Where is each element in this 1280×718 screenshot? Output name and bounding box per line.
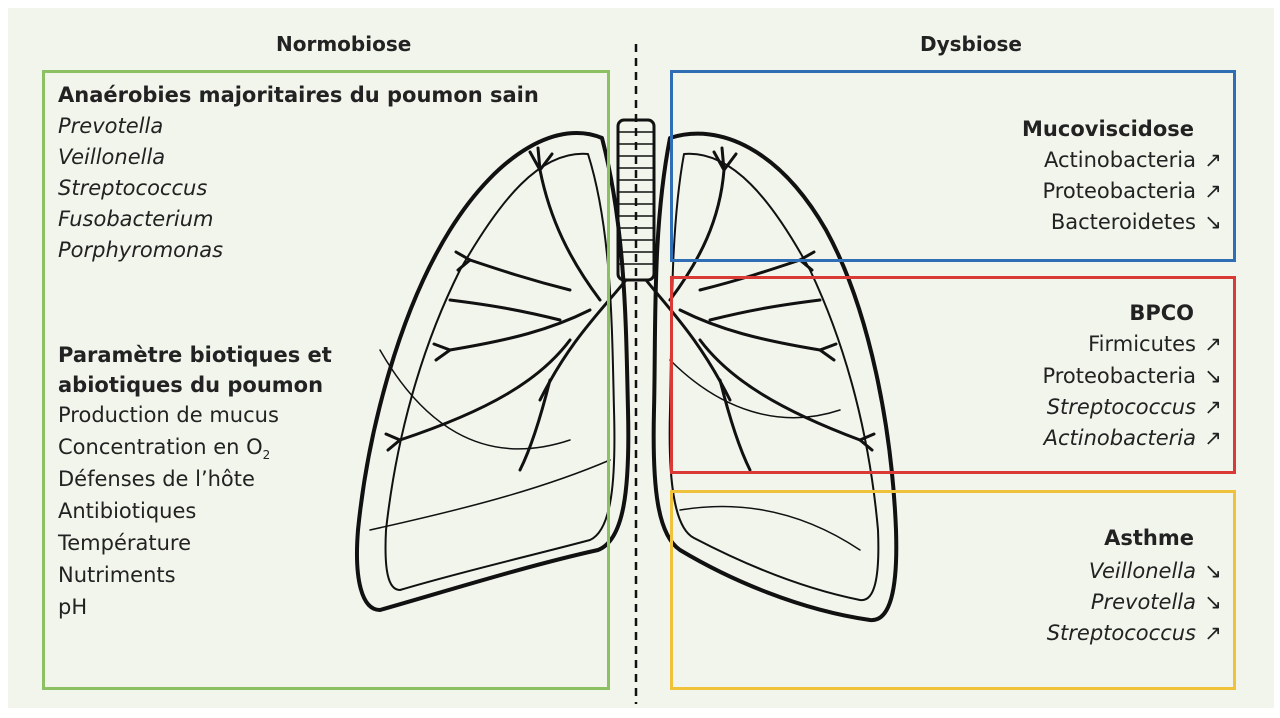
item-label: Actinobacteria [1044,426,1196,450]
item-label: Actinobacteria [1044,148,1196,172]
param-item: Antibiotiques [58,496,196,527]
asthme-item: Streptococcus↗ [1047,618,1226,649]
mucoviscidose-item: Proteobacteria↗ [1042,176,1226,207]
trend-down-icon: ↘ [1200,556,1226,587]
trend-up-icon: ↗ [1200,176,1226,207]
trend-up-icon: ↗ [1200,145,1226,176]
bpco-title: BPCO [1129,298,1194,329]
anaerobe-item: Veillonella [58,142,165,173]
param-item: Défenses de l’hôte [58,464,255,495]
trend-up-icon: ↗ [1200,329,1226,360]
item-label: Firmicutes [1088,332,1196,356]
trend-up-icon: ↗ [1200,392,1226,423]
heading-dysbiose: Dysbiose [920,32,1022,56]
param-item: Nutriments [58,560,176,591]
trend-down-icon: ↘ [1200,207,1226,238]
mucoviscidose-item: Actinobacteria↗ [1044,145,1226,176]
o2-subscript: 2 [263,448,271,462]
item-label: Proteobacteria [1042,179,1196,203]
item-label: Streptococcus [1047,621,1196,645]
anaerobe-item: Fusobacterium [58,204,213,235]
trend-up-icon: ↗ [1200,423,1226,454]
trend-down-icon: ↘ [1200,587,1226,618]
param-item: Température [58,528,191,559]
anaerobe-item: Porphyromonas [58,235,223,266]
params-title-line2: abiotiques du poumon [58,370,323,401]
params-title-line1: Paramètre biotiques et [58,340,332,371]
anaerobe-item: Prevotella [58,111,163,142]
item-label: Streptococcus [1047,395,1196,419]
item-label: Bacteroidetes [1051,210,1196,234]
param-item: pH [58,592,87,623]
mucoviscidose-title: Mucoviscidose [1022,114,1194,145]
mucoviscidose-item: Bacteroidetes↘ [1051,207,1226,238]
bpco-item: Proteobacteria↘ [1042,361,1226,392]
asthme-item: Prevotella↘ [1091,587,1226,618]
item-label: Veillonella [1089,559,1196,583]
item-label: Prevotella [1091,590,1196,614]
bpco-item: Streptococcus↗ [1047,392,1226,423]
bpco-item: Firmicutes↗ [1088,329,1226,360]
heading-normobiose: Normobiose [276,32,411,56]
asthme-item: Veillonella↘ [1089,556,1226,587]
anaerobes-title: Anaérobies majoritaires du poumon sain [58,80,539,111]
trend-down-icon: ↘ [1200,361,1226,392]
bpco-item: Actinobacteria↗ [1044,423,1226,454]
asthme-title: Asthme [1104,523,1194,554]
item-label: Proteobacteria [1042,364,1196,388]
param-item: Production de mucus [58,400,279,431]
trend-up-icon: ↗ [1200,618,1226,649]
param-item-o2-label: Concentration en O [58,435,263,459]
anaerobe-item: Streptococcus [58,173,207,204]
